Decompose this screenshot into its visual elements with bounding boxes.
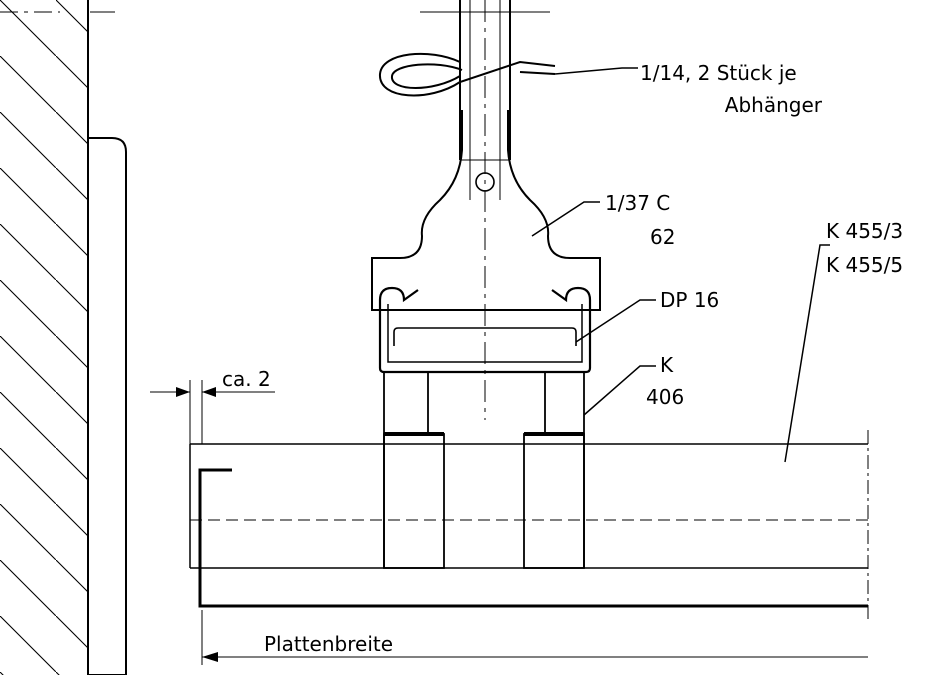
gap-label: ca. 2 — [222, 367, 271, 391]
channel-profile — [378, 286, 592, 374]
plaster-layer — [87, 137, 127, 675]
carrier-clamp — [383, 372, 585, 569]
spring-clip — [378, 52, 556, 97]
leader-lines — [531, 67, 830, 463]
panel-width-dimension: Plattenbreite — [201, 610, 868, 665]
carrier-label-line1: K — [660, 353, 674, 377]
suspension-rod — [459, 0, 511, 420]
hanger-label-line2: 62 — [650, 225, 675, 249]
gap-dimension: ca. 2 — [150, 367, 275, 444]
profile-label-line2: K 455/5 — [826, 253, 903, 277]
ceiling-panel — [189, 430, 869, 620]
hanger-body — [371, 110, 601, 311]
panel-width-label: Plattenbreite — [264, 632, 393, 656]
carrier-label-line2: 406 — [646, 385, 684, 409]
clip-label-line2: Abhänger — [725, 93, 823, 117]
clip-label-line1: 1/14, 2 Stück je — [640, 61, 797, 85]
profile-label-line1: K 455/3 — [826, 219, 903, 243]
wall — [0, 0, 89, 675]
hanger-label-line1: 1/37 C — [605, 191, 670, 215]
channel-label: DP 16 — [660, 288, 719, 312]
